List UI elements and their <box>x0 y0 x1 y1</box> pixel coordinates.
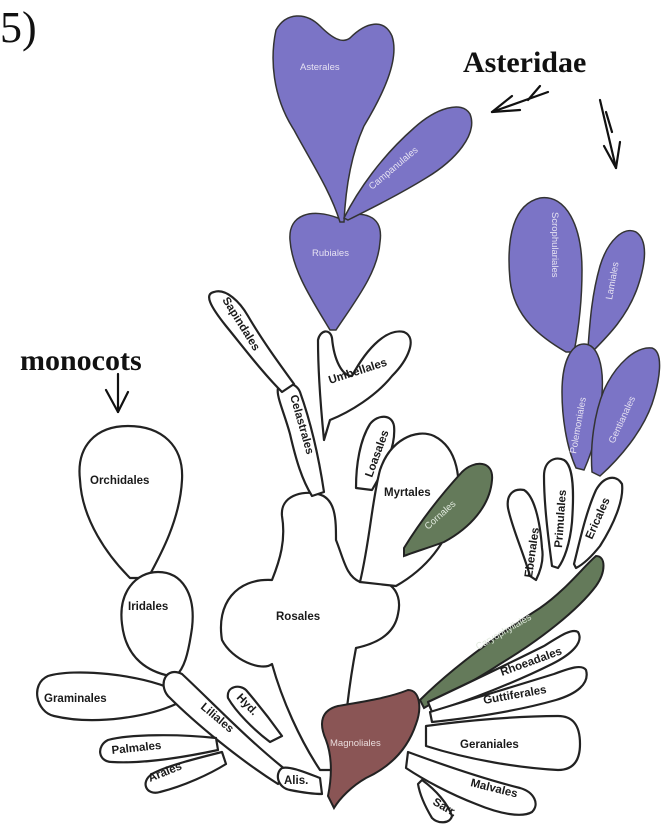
rubiales-label: Rubiales <box>312 248 349 259</box>
iridales-label: Iridales <box>128 601 168 613</box>
monocots-callout: monocots <box>20 344 142 377</box>
asteridae-arrow-down <box>600 100 620 168</box>
panel-number: 5) <box>0 3 37 52</box>
magnoliales-lobe <box>322 690 419 808</box>
monocots-arrow <box>106 374 128 412</box>
orchidales-label: Orchidales <box>90 475 149 487</box>
graminales-label: Graminales <box>44 693 107 705</box>
iridales-lobe <box>121 572 192 676</box>
asteridae-arrow-left <box>492 86 548 112</box>
magnoliales-label: Magnoliales <box>330 738 381 749</box>
asterales-label: Asterales <box>300 62 340 73</box>
rosales-label: Rosales <box>276 611 320 623</box>
scrophulariales-lobe <box>509 198 582 352</box>
myrtales-label: Myrtales <box>384 487 431 499</box>
geraniales-label: Geraniales <box>460 739 519 751</box>
rubiales-lobe <box>290 213 381 330</box>
orchidales-lobe <box>79 426 182 578</box>
alis-label: Alis. <box>284 775 308 787</box>
asteridae-callout: Asteridae <box>463 46 586 79</box>
scrophulariales-label: Scrophulariales <box>549 212 560 278</box>
